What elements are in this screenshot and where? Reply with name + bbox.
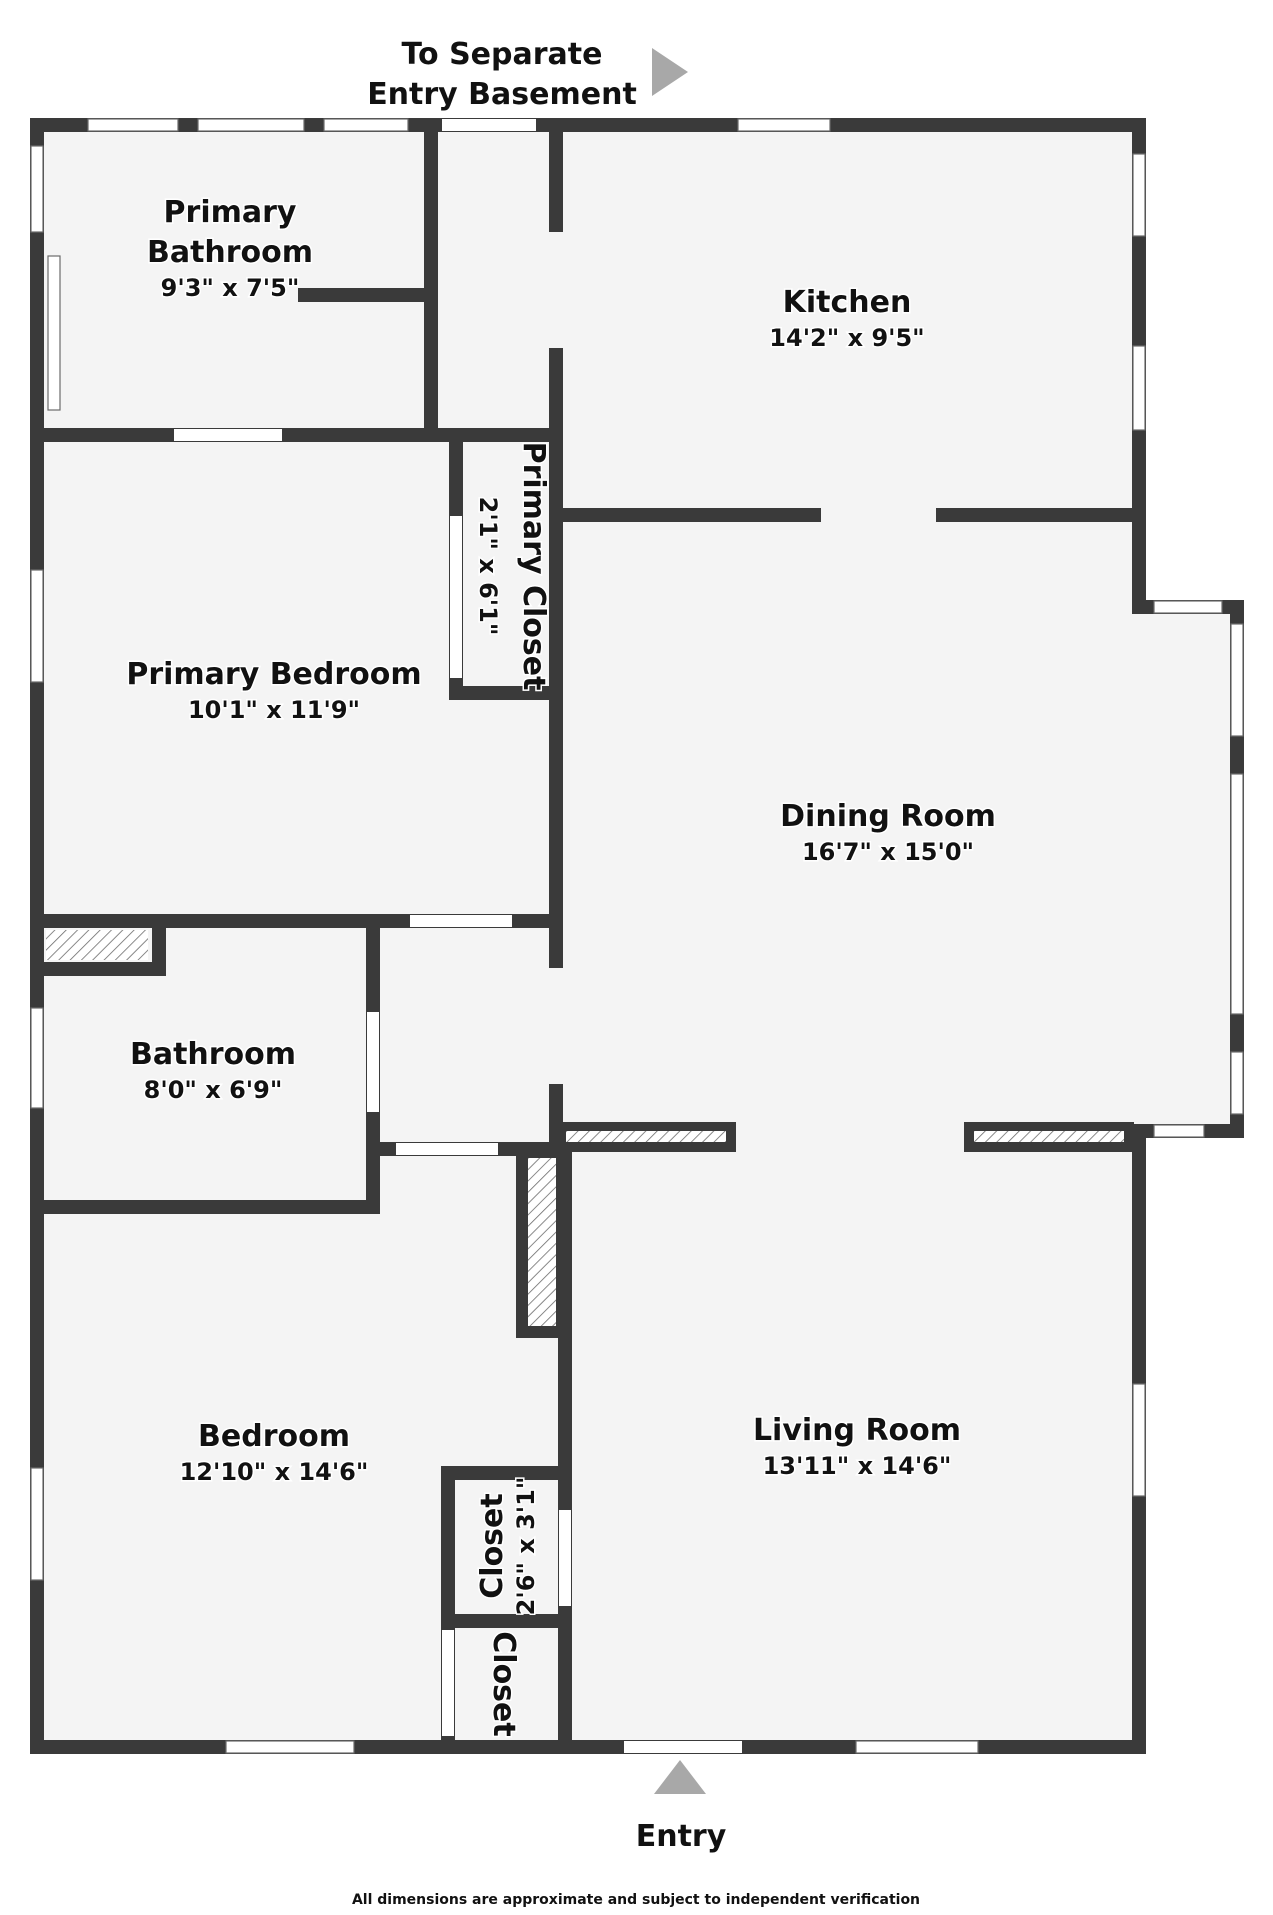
room-dims-closet-upper: 2'6" x 3'1" — [512, 1477, 540, 1616]
hatch-dining-left — [566, 1131, 726, 1142]
room-name-bathroom: Bathroom — [130, 1037, 296, 1072]
window — [737, 118, 831, 132]
window — [1153, 600, 1223, 614]
room-dims-bedroom: 12'10" x 14'6" — [180, 1458, 369, 1486]
door-entry[interactable] — [624, 1741, 742, 1753]
door-basement[interactable] — [442, 119, 536, 131]
window — [30, 1007, 44, 1109]
room-dims-primary-bathroom: 9'3" x 7'5" — [161, 274, 300, 302]
wall-top — [30, 118, 1146, 132]
wall-kitchen-right — [936, 508, 1134, 522]
wall-center-lower — [558, 1142, 572, 1740]
basement-label-line2: Entry Basement — [367, 77, 637, 112]
wall-pbath-right — [424, 128, 438, 432]
room-dims-bathroom: 8'0" x 6'9" — [144, 1076, 283, 1104]
window — [1132, 345, 1146, 431]
window — [87, 118, 179, 132]
room-name-closet-upper: Closet — [475, 1493, 510, 1598]
windows — [30, 118, 1244, 1754]
wall-bath-stub — [36, 962, 166, 976]
hatch-chimney — [528, 1158, 556, 1326]
door-closet-upper[interactable] — [559, 1510, 571, 1606]
door-pbed-bottom[interactable] — [410, 915, 512, 927]
window — [30, 1467, 44, 1581]
door-hall-bottom[interactable] — [396, 1143, 498, 1155]
room-name-bedroom: Bedroom — [198, 1419, 350, 1454]
door-bath[interactable] — [367, 1012, 379, 1112]
window — [323, 118, 409, 132]
window — [1230, 773, 1244, 1015]
window — [1230, 1051, 1244, 1115]
room-name-primary-closet: Primary Closet — [516, 442, 551, 691]
window — [30, 569, 44, 683]
disclaimer: All dimensions are approximate and subje… — [352, 1892, 920, 1908]
wall-pbath-bottom — [36, 428, 556, 442]
doors — [174, 119, 742, 1753]
room-name-closet-lower: Closet — [486, 1631, 521, 1736]
hatch-bath-block — [46, 930, 148, 960]
window — [1132, 1383, 1146, 1497]
hatch-dining-right — [974, 1131, 1124, 1142]
wall-kitchen-left — [563, 508, 821, 522]
window — [1230, 623, 1244, 737]
window — [197, 118, 305, 132]
floor-area — [36, 128, 1235, 1746]
wall-hall-upper — [549, 128, 563, 232]
wall-pbed-right — [549, 686, 563, 968]
window — [30, 145, 44, 233]
window — [47, 255, 61, 411]
window — [1153, 1124, 1205, 1138]
door-pbed-top[interactable] — [174, 429, 282, 441]
wall-bath-bottom — [36, 1200, 380, 1214]
wall-closet-mid — [441, 1614, 565, 1628]
wall-closet-top — [441, 1466, 565, 1480]
room-dims-living-room: 13'11" x 14'6" — [763, 1452, 952, 1480]
room-dims-primary-bedroom: 10'1" x 11'9" — [188, 696, 360, 724]
room-name-kitchen: Kitchen — [783, 285, 912, 320]
room-name-primary-bedroom: Primary Bedroom — [126, 657, 421, 692]
room-name-primary-bathroom-2: Bathroom — [147, 235, 313, 270]
window — [855, 1740, 979, 1754]
room-dims-primary-closet: 2'1" x 6'1" — [474, 497, 502, 636]
entry-label: Entry — [636, 1819, 727, 1854]
window — [225, 1740, 355, 1754]
wall-bath-stub-v — [152, 920, 166, 976]
wall-left — [30, 118, 44, 1754]
arrow-up-icon — [654, 1760, 706, 1794]
room-name-dining-room: Dining Room — [780, 799, 996, 834]
arrow-right-icon — [652, 48, 688, 96]
room-dims-kitchen: 14'2" x 9'5" — [769, 324, 924, 352]
window — [1132, 153, 1146, 237]
room-dims-dining-room: 16'7" x 15'0" — [802, 838, 974, 866]
door-pcloset[interactable] — [450, 516, 462, 678]
wall-pcloset-bottom — [449, 686, 561, 700]
room-name-living-room: Living Room — [753, 1413, 961, 1448]
basement-label-line1: To Separate — [402, 37, 603, 72]
wall-pbath-stub — [298, 288, 426, 302]
room-name-primary-bathroom-1: Primary — [164, 195, 297, 230]
wall-hall-mid — [549, 348, 563, 748]
door-closet-lower[interactable] — [442, 1630, 454, 1736]
